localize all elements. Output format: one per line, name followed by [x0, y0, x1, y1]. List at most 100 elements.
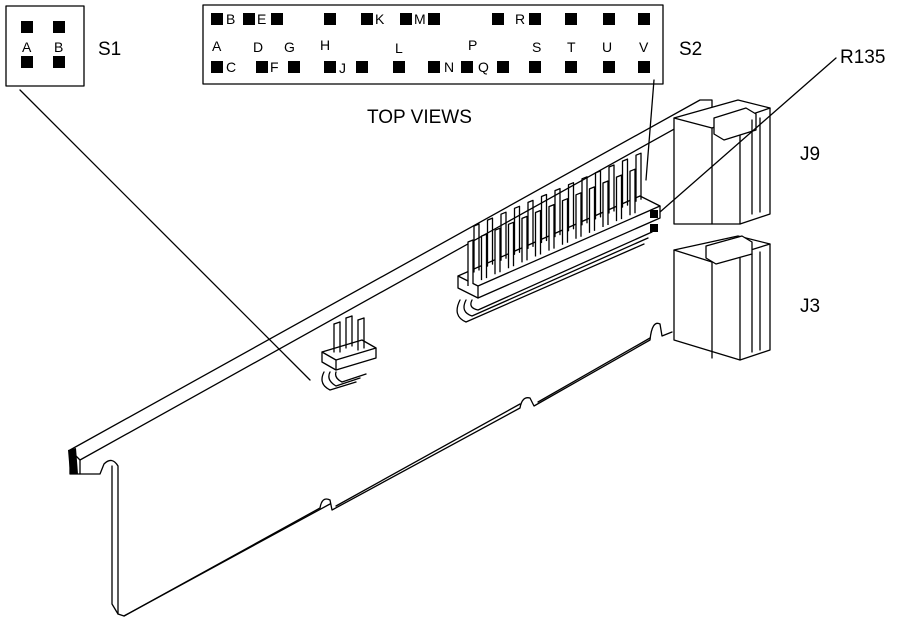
top-views-caption: TOP VIEWS — [367, 107, 472, 128]
s2-pin-label: J — [339, 60, 346, 76]
circuit-board — [68, 99, 713, 617]
s2-pad — [529, 61, 541, 73]
s2-pad — [565, 61, 577, 73]
s2-pad — [603, 61, 615, 73]
j3-label: J3 — [800, 296, 820, 317]
s2-header-edges — [457, 205, 661, 299]
s2-pin-back — [567, 182, 575, 232]
s2-pin-back — [635, 152, 642, 202]
s2-pad — [400, 13, 412, 25]
s2-pin-front — [534, 209, 542, 257]
s2-pin-label: B — [226, 11, 235, 27]
j3-connector — [673, 235, 771, 361]
s2-top-view: B E K M R A D G H L P S T U V C F J N Q — [202, 4, 664, 85]
s2-pin-front — [575, 192, 582, 239]
s2-pad — [638, 61, 650, 73]
s2-pad — [356, 61, 368, 73]
s1-pad — [53, 56, 65, 68]
s2-pin-label: F — [270, 59, 279, 75]
s2-pin-back — [500, 211, 507, 261]
s2-pin-front — [521, 215, 528, 263]
s2-pin-label: A — [212, 38, 222, 54]
s2-pad — [492, 13, 504, 25]
s2-pin-back — [594, 170, 602, 220]
s1-header-solder-leads — [321, 371, 367, 391]
s1-leader-line — [19, 89, 311, 381]
board-top-edge — [69, 99, 713, 461]
s2-pad — [324, 13, 336, 25]
board-bottom-edge — [111, 465, 119, 615]
s2-pad — [256, 61, 268, 73]
s2-pad — [565, 13, 577, 25]
s2-pin-front — [467, 239, 474, 286]
r135-label: R135 — [840, 47, 885, 68]
j9-label: J9 — [800, 144, 820, 165]
s2-pin-front — [507, 221, 515, 269]
s2-pin-label: T — [567, 39, 576, 55]
s2-pin-label: V — [639, 39, 649, 55]
s2-pin-label: M — [414, 11, 426, 27]
s2-pin-back — [608, 164, 615, 214]
s2-pin-label: E — [257, 11, 266, 27]
board-lower-edge-line — [123, 503, 331, 617]
s2-pin-label: K — [375, 11, 385, 27]
s1-header-pins — [333, 315, 365, 353]
s2-pin-front — [602, 180, 609, 227]
s2-pin-back — [581, 176, 588, 226]
s1-outline — [5, 5, 85, 87]
s1-top-view: A B — [5, 5, 85, 87]
j9-ribs — [751, 117, 761, 215]
s2-pad — [361, 13, 373, 25]
s2-pin-label: U — [602, 39, 612, 55]
s2-pin-label: C — [226, 59, 236, 75]
s2-pad — [243, 13, 255, 25]
s2-pin-label: Q — [478, 59, 489, 75]
j9-latch — [713, 107, 757, 141]
j3-body — [673, 235, 771, 361]
s2-pin-back — [527, 199, 534, 250]
s2-pin-front — [588, 186, 596, 233]
s1-header-edges — [321, 347, 377, 371]
s2-header — [456, 152, 661, 323]
s2-header-solder-leads — [456, 231, 653, 323]
r135-pad — [650, 224, 658, 232]
s2-pin-front — [629, 168, 636, 216]
s2-pin-label: N — [444, 59, 454, 75]
s2-pin-front — [548, 203, 555, 251]
s2-pin-back — [473, 223, 480, 273]
s2-pin-front — [615, 174, 623, 222]
s2-pin-label: R — [515, 11, 525, 27]
s2-leader-line — [645, 79, 655, 181]
s1-pin-label: B — [54, 39, 63, 55]
s2-pin-back — [486, 217, 494, 267]
s2-pad — [529, 13, 541, 25]
s2-pad — [393, 61, 405, 73]
s2-pad — [461, 61, 473, 73]
s2-pin-label: D — [253, 39, 263, 55]
s2-pin-front — [480, 233, 488, 281]
r135-leader-line — [659, 57, 837, 213]
board-lower-edge-line-2 — [335, 403, 521, 507]
s2-pad — [211, 13, 223, 25]
s2-pin-label: L — [395, 40, 403, 56]
s1-label: S1 — [98, 39, 121, 60]
s2-pin-label: G — [284, 39, 295, 55]
s1-header — [321, 315, 377, 391]
board-face-outline — [79, 322, 673, 617]
s2-label: S2 — [679, 39, 702, 60]
s2-pin-back — [621, 158, 629, 208]
s2-pad — [428, 13, 440, 25]
s2-header-pins — [467, 152, 642, 286]
s2-pad — [603, 13, 615, 25]
board-left-end — [69, 449, 81, 475]
s2-outline — [202, 4, 664, 85]
s1-header-body — [321, 339, 377, 371]
s2-pad — [638, 13, 650, 25]
s2-pad — [497, 61, 509, 73]
r135-pad — [650, 210, 658, 218]
s1-pin-label: A — [22, 39, 32, 55]
s2-pin-front — [561, 198, 569, 245]
s1-pad — [21, 56, 33, 68]
j9-connector — [673, 99, 771, 225]
